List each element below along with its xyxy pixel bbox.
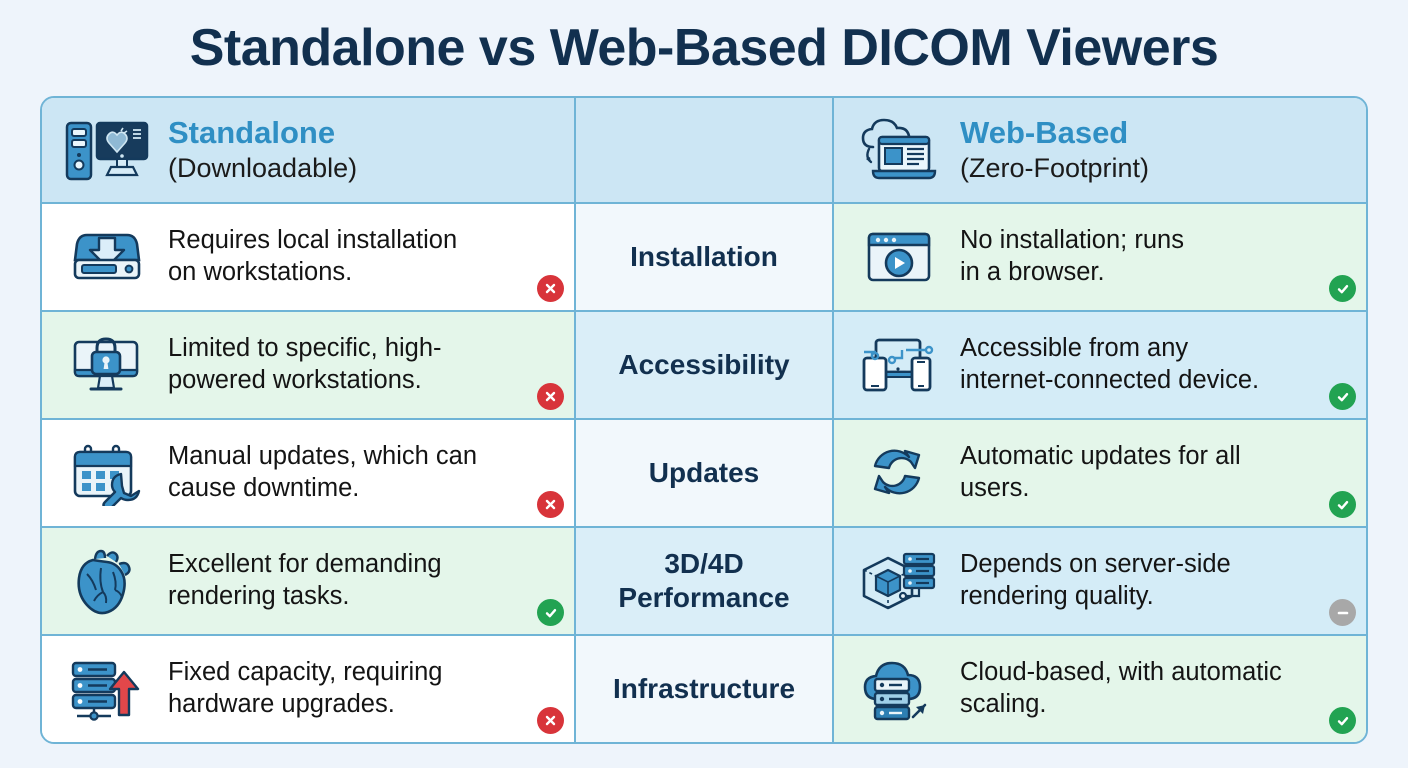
cell-category-accessibility: Accessibility: [574, 312, 834, 418]
status-badge: [537, 275, 564, 302]
status-badge: [1329, 275, 1356, 302]
multi-device-icon: [856, 326, 942, 404]
cell-webbased-updates: Automatic updates for all users.: [834, 420, 1366, 526]
table-row: Manual updates, which can cause downtime…: [42, 420, 1366, 528]
cell-text: No installation; runs in a browser.: [960, 226, 1184, 286]
cell-text: Cloud-based, with automatic scaling.: [960, 658, 1282, 718]
status-badge: [537, 491, 564, 518]
category-label: Installation: [630, 241, 778, 273]
header-standalone-title: Standalone: [168, 115, 336, 151]
cell-webbased-infrastructure: Cloud-based, with automatic scaling.: [834, 636, 1366, 742]
cell-standalone-infrastructure: Fixed capacity, requiring hardware upgra…: [42, 636, 574, 742]
category-label: Accessibility: [618, 349, 790, 381]
header-standalone-text: Standalone (Downloadable): [168, 116, 357, 183]
category-label: Updates: [648, 457, 760, 489]
cell-category-updates: Updates: [574, 420, 834, 526]
status-badge: [1329, 599, 1356, 626]
cloud-laptop-icon: [856, 111, 942, 189]
cloud-server-scaling-icon: [856, 650, 942, 728]
cell-standalone-accessibility: Limited to specific, high- powered works…: [42, 312, 574, 418]
sync-arrows-icon: [856, 434, 942, 512]
status-badge: [1329, 491, 1356, 518]
cell-category-installation: Installation: [574, 204, 834, 310]
header-cell-webbased: Web-Based (Zero-Footprint): [834, 98, 1366, 202]
cell-text: Limited to specific, high- powered works…: [168, 334, 442, 394]
status-badge: [1329, 707, 1356, 734]
header-standalone-subtitle: (Downloadable): [168, 152, 358, 183]
cell-webbased-installation: No installation; runs in a browser.: [834, 204, 1366, 310]
cell-standalone-performance: Excellent for demanding rendering tasks.: [42, 528, 574, 634]
hard-drive-download-icon: [64, 218, 150, 296]
header-cell-standalone: Standalone (Downloadable): [42, 98, 574, 202]
cube-server-icon: [856, 542, 942, 620]
calendar-wrench-icon: [64, 434, 150, 512]
status-badge: [1329, 383, 1356, 410]
status-badge: [537, 599, 564, 626]
cell-text: Excellent for demanding rendering tasks.: [168, 550, 442, 610]
cell-webbased-accessibility: Accessible from any internet-connected d…: [834, 312, 1366, 418]
cell-text: Automatic updates for all users.: [960, 442, 1241, 502]
status-badge: [537, 383, 564, 410]
browser-play-icon: [856, 218, 942, 296]
table-row: Fixed capacity, requiring hardware upgra…: [42, 636, 1366, 742]
cell-category-infrastructure: Infrastructure: [574, 636, 834, 742]
table-row: Excellent for demanding rendering tasks.…: [42, 528, 1366, 636]
status-badge: [537, 707, 564, 734]
cell-text: Requires local installation on workstati…: [168, 226, 458, 286]
category-label: 3D/4D Performance: [618, 548, 790, 613]
cell-standalone-installation: Requires local installation on workstati…: [42, 204, 574, 310]
header-webbased-title: Web-Based: [960, 115, 1129, 151]
page-title: Standalone vs Web-Based DICOM Viewers: [189, 19, 1219, 77]
cell-text: Manual updates, which can cause downtime…: [168, 442, 478, 502]
cell-text: Fixed capacity, requiring hardware upgra…: [168, 658, 443, 718]
cell-webbased-performance: Depends on server-side rendering quality…: [834, 528, 1366, 634]
comparison-table: Standalone (Downloadable): [40, 96, 1368, 744]
cell-category-performance: 3D/4D Performance: [574, 528, 834, 634]
cell-standalone-updates: Manual updates, which can cause downtime…: [42, 420, 574, 526]
monitor-lock-icon: [64, 326, 150, 404]
cell-text: Depends on server-side rendering quality…: [960, 550, 1231, 610]
header-webbased-text: Web-Based (Zero-Footprint): [960, 116, 1149, 183]
table-row: Limited to specific, high- powered works…: [42, 312, 1366, 420]
desktop-computer-heart-icon: [64, 111, 150, 189]
header-webbased-subtitle: (Zero-Footprint): [960, 152, 1150, 183]
header-cell-category: [574, 98, 834, 202]
table-header-row: Standalone (Downloadable): [42, 98, 1366, 204]
table-row: Requires local installation on workstati…: [42, 204, 1366, 312]
anatomical-heart-icon: [64, 542, 150, 620]
server-stack-up-arrow-icon: [64, 650, 150, 728]
cell-text: Accessible from any internet-connected d…: [960, 334, 1260, 394]
category-label: Infrastructure: [612, 673, 796, 705]
